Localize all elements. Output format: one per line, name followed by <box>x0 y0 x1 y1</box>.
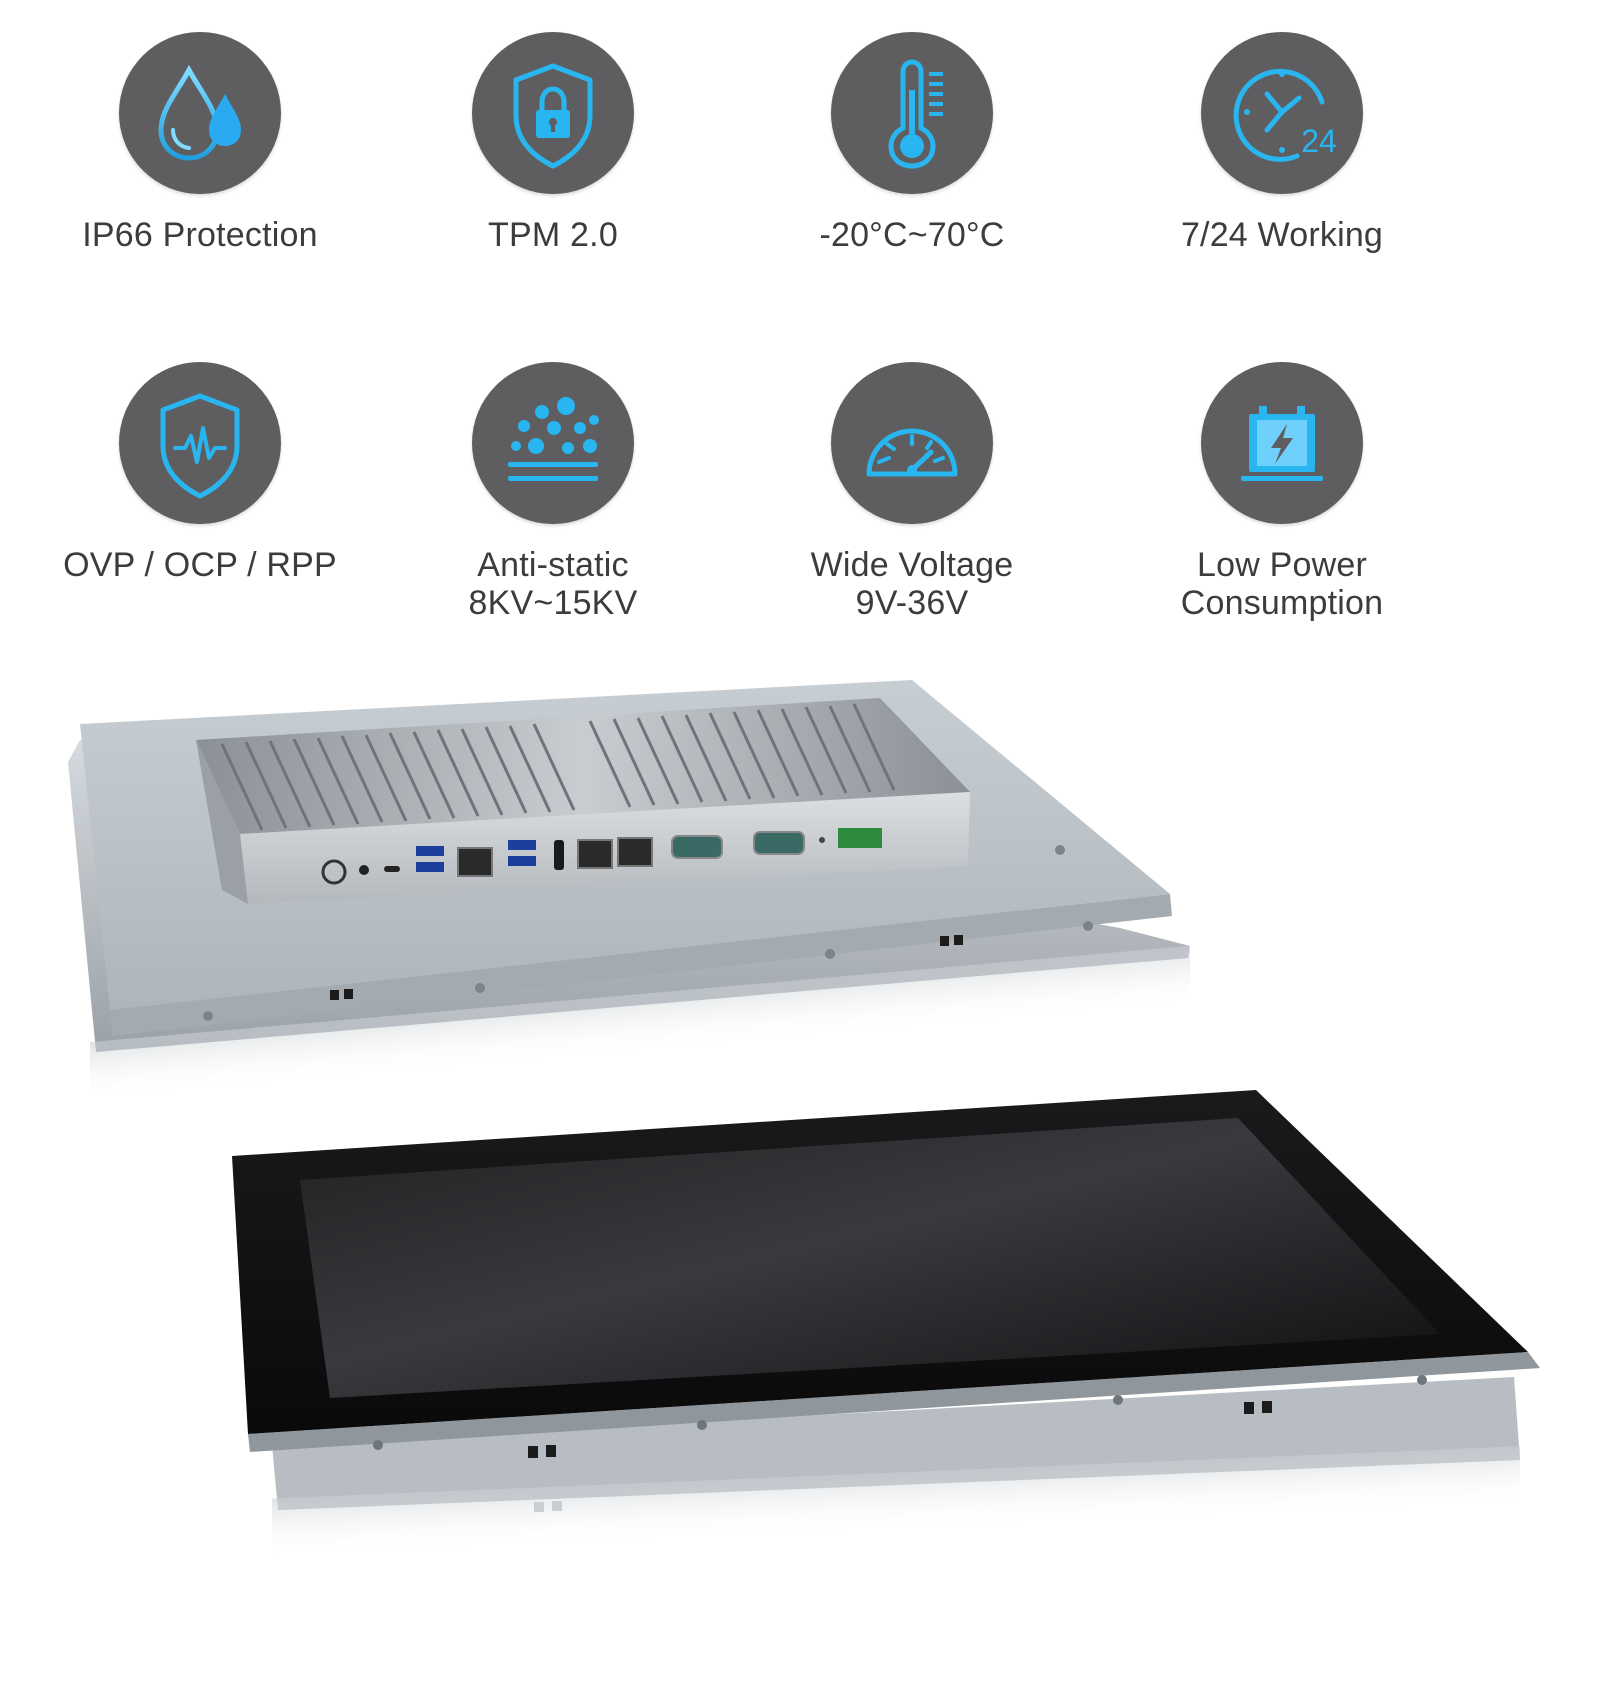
feature-ip66: IP66 Protection <box>20 32 380 254</box>
feature-grid: IP66 Protection TPM 2.0 <box>0 0 1600 660</box>
clock-24-icon: 24 <box>1201 32 1363 194</box>
battery-bolt-icon <box>1201 362 1363 524</box>
feature-anti-static: Anti-static 8KV~15KV <box>373 362 733 622</box>
water-drops-icon <box>119 32 281 194</box>
feature-label: Wide Voltage 9V-36V <box>810 546 1014 622</box>
product-illustration <box>68 680 1540 1559</box>
feature-low-power: Low Power Consumption <box>1102 362 1462 622</box>
feature-24-7: 24 7/24 Working <box>1102 32 1462 254</box>
shield-wave-icon <box>119 362 281 524</box>
panel-pc-rear-view <box>68 680 1190 1103</box>
particles-icon <box>472 362 634 524</box>
panel-pc-front-view <box>232 1090 1540 1559</box>
gauge-icon <box>831 362 993 524</box>
feature-label: 7/24 Working <box>1180 216 1384 254</box>
thermometer-icon <box>831 32 993 194</box>
feature-temperature: -20°C~70°C <box>732 32 1092 254</box>
svg-text:24: 24 <box>1301 123 1337 159</box>
feature-label: IP66 Protection <box>82 216 318 254</box>
feature-ovp-ocp-rpp: OVP / OCP / RPP <box>20 362 380 584</box>
feature-label: OVP / OCP / RPP <box>63 546 337 584</box>
shield-lock-icon <box>472 32 634 194</box>
feature-label: Low Power Consumption <box>1180 546 1384 622</box>
feature-label: TPM 2.0 <box>488 216 618 254</box>
feature-wide-voltage: Wide Voltage 9V-36V <box>732 362 1092 622</box>
product-photos <box>0 680 1600 1686</box>
feature-label: -20°C~70°C <box>819 216 1005 254</box>
feature-label: Anti-static 8KV~15KV <box>468 546 638 622</box>
feature-tpm: TPM 2.0 <box>373 32 733 254</box>
